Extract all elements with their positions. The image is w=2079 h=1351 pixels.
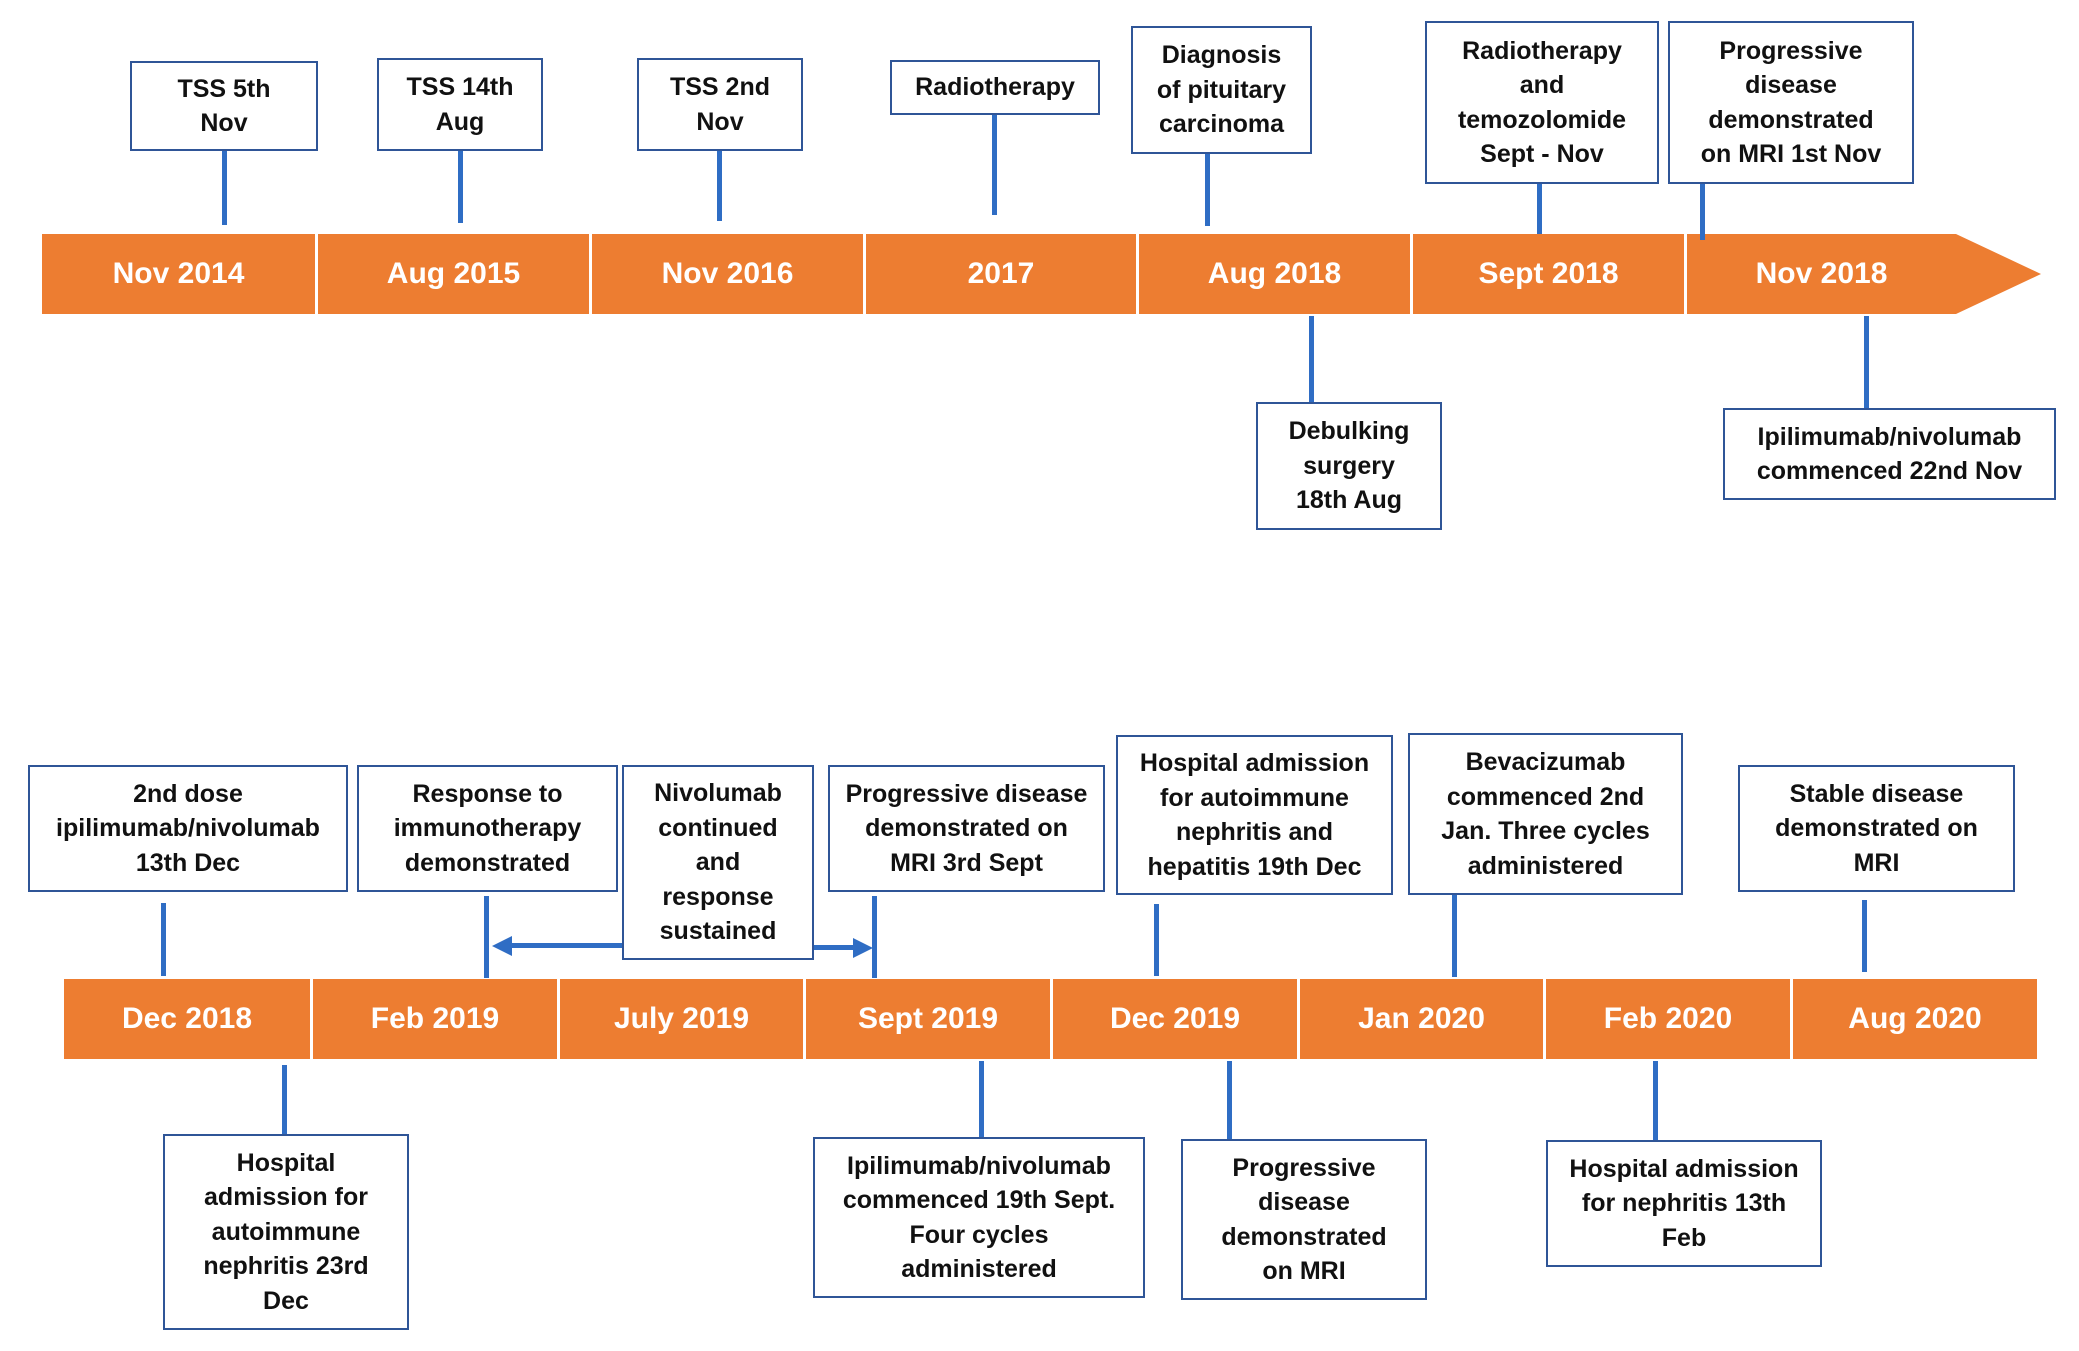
arrow-right-icon [853,938,873,958]
period-sept-2018: Sept 2018 [1410,234,1684,314]
period-nov-2016: Nov 2016 [589,234,863,314]
period-aug-2015: Aug 2015 [315,234,589,314]
period-aug-2020: Aug 2020 [1790,979,2037,1059]
period-dec-2018: Dec 2018 [121,1002,253,1035]
event-tss-nov-2014: TSS 5th Nov [130,61,318,151]
event-ipilimumab-nivolumab-sept-2019: Ipilimumab/nivolumab commenced 19th Sept… [813,1137,1145,1298]
event-progressive-disease-sept-2019: Progressive disease demonstrated on MRI … [828,765,1105,892]
timeline-bar-1: Nov 2014 Aug 2015 Nov 2016 2017 Aug 2018… [42,234,1956,314]
event-hospital-admission-dec-2019: Hospital admission for autoimmune nephri… [1116,735,1393,895]
event-tss-nov-2016: TSS 2nd Nov [637,58,803,151]
connector [717,151,722,221]
connector [458,151,463,223]
connector [992,115,997,215]
period-feb-2020: Feb 2020 [1543,979,1790,1059]
event-stable-disease: Stable disease demonstrated on MRI [1738,765,2015,892]
timeline-arrowhead [1956,234,2041,314]
connector [1154,904,1159,976]
connector [1653,1061,1658,1140]
timeline-bar-2: Dec 2018 Feb 2019 July 2019 Sept 2019 De… [64,979,2037,1059]
event-nivolumab-continued: Nivolumab continued and response sustain… [622,765,814,960]
connector [484,896,489,978]
duration-arrow-right-line [812,945,856,950]
event-bevacizumab-commenced: Bevacizumab commenced 2nd Jan. Three cyc… [1408,733,1683,895]
connector [222,151,227,225]
connector [1205,154,1210,226]
event-response-to-immunotherapy: Response to immunotherapy demonstrated [357,765,618,892]
period-2017: 2017 [863,234,1136,314]
connector [1862,900,1867,972]
event-diagnosis-pituitary-carcinoma: Diagnosis of pituitary carcinoma [1131,26,1312,154]
period-jan-2020: Jan 2020 [1297,979,1543,1059]
connector [979,1061,984,1137]
period-nov-2014: Nov 2014 [112,257,245,290]
connector [872,896,877,978]
arrow-left-icon [492,936,512,956]
event-hospital-admission-feb-2020: Hospital admission for nephritis 13th Fe… [1546,1140,1822,1267]
event-tss-aug-2015: TSS 14th Aug [377,58,543,151]
event-progressive-disease-nov-2018: Progressive disease demonstrated on MRI … [1668,21,1914,184]
connector [1864,316,1869,408]
connector [1700,184,1705,240]
event-progressive-disease-dec-2019: Progressive disease demonstrated on MRI [1181,1139,1427,1300]
event-hospital-admission-dec-2018: Hospital admission for autoimmune nephri… [163,1134,409,1330]
connector [1227,1061,1232,1139]
connector [1452,895,1457,977]
period-aug-2018: Aug 2018 [1136,234,1410,314]
period-dec-2019: Dec 2019 [1050,979,1297,1059]
duration-arrow-left-line [510,943,625,948]
connector [161,903,166,976]
event-radiotherapy-temozolomide: Radiotherapy and temozolomide Sept - Nov [1425,21,1659,184]
period-feb-2019: Feb 2019 [310,979,557,1059]
period-sept-2019: Sept 2019 [803,979,1050,1059]
period-nov-2018: Nov 2018 [1684,234,1956,314]
connector [1537,184,1542,234]
connector [1309,316,1314,402]
event-radiotherapy-2017: Radiotherapy [890,60,1100,115]
event-second-dose-ipilimumab-nivolumab: 2nd dose ipilimumab/nivolumab 13th Dec [28,765,348,892]
connector [282,1065,287,1134]
event-debulking-surgery: Debulking surgery 18th Aug [1256,402,1442,530]
period-july-2019: July 2019 [557,979,803,1059]
event-ipilimumab-nivolumab-nov-2018: Ipilimumab/nivolumab commenced 22nd Nov [1723,408,2056,500]
